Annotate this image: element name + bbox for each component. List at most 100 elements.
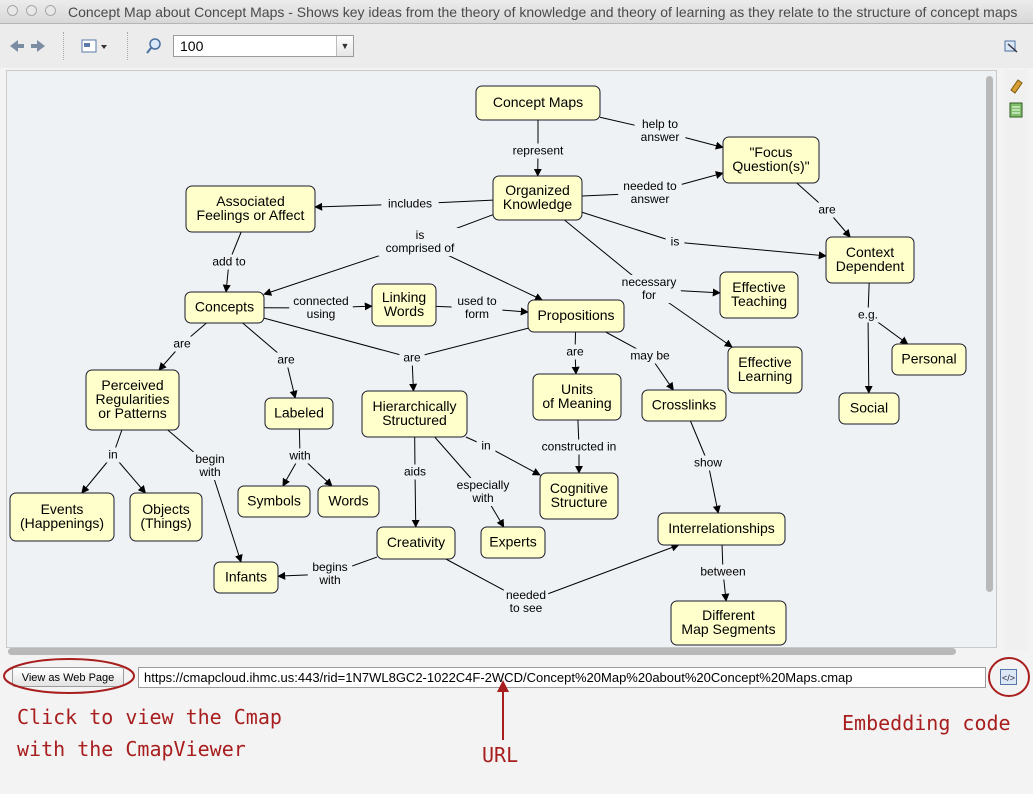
concept-node-box <box>670 600 787 646</box>
concept-node-creativity[interactable]: Creativity <box>376 526 456 560</box>
concept-node-text: Symbols <box>247 493 301 509</box>
link-label-are-hierarchical[interactable]: are <box>399 350 425 366</box>
link-label-are-units[interactable]: are <box>562 344 588 360</box>
concept-node-interrelationships[interactable]: Interrelationships <box>657 512 786 546</box>
annotation-embed: Embedding code <box>842 711 1011 735</box>
concept-node-experts[interactable]: Experts <box>480 526 546 559</box>
chevron-down-icon[interactable]: ▼ <box>336 36 353 56</box>
link-label-text: especially <box>457 478 510 492</box>
link-label-are-labeled[interactable]: are <box>273 352 299 368</box>
link-label-is-context[interactable]: is <box>665 234 685 250</box>
concept-node-personal[interactable]: Personal <box>891 343 967 376</box>
right-tool-panel <box>1004 70 1028 650</box>
concept-node-concepts[interactable]: Concepts <box>184 291 265 324</box>
link-label-text: between <box>700 565 745 579</box>
link-label-text: with <box>471 491 493 505</box>
link-label-in-perceived[interactable]: in <box>103 447 123 463</box>
link-label-text: comprised of <box>386 241 455 255</box>
link-label-are-perceived[interactable]: are <box>169 336 195 352</box>
concept-node-symbols[interactable]: Symbols <box>237 485 311 518</box>
link-label-add-to[interactable]: add to <box>206 254 252 270</box>
link-label-between[interactable]: between <box>697 564 749 580</box>
concept-node-text: Social <box>850 400 888 416</box>
link-label-show[interactable]: show <box>692 455 724 471</box>
concept-node-box <box>237 485 311 518</box>
view-as-web-page-button[interactable]: View as Web Page <box>12 667 124 687</box>
document-icon[interactable] <box>1008 102 1024 118</box>
minimize-window-button[interactable] <box>26 5 37 16</box>
concept-node-text: Hierarchically <box>372 398 456 414</box>
link-label-includes[interactable]: includes <box>381 196 439 212</box>
link-label-are-context[interactable]: are <box>814 202 840 218</box>
concept-node-labeled[interactable]: Labeled <box>264 397 334 430</box>
zoom-select[interactable]: 100 ▼ <box>173 35 354 57</box>
concept-node-events[interactable]: Events(Happenings) <box>9 492 115 542</box>
link-label-background <box>503 588 549 616</box>
link-label-background <box>191 452 229 480</box>
link-label-constructed-in[interactable]: constructed in <box>531 439 627 455</box>
concept-node-text: Crosslinks <box>652 397 717 413</box>
link-label-with-labeled[interactable]: with <box>284 448 316 464</box>
concept-node-box <box>657 512 786 546</box>
concept-node-concept-maps[interactable]: Concept Maps <box>475 85 601 121</box>
concept-node-text: Learning <box>738 368 793 384</box>
link-label-eg[interactable]: e.g. <box>852 307 884 323</box>
eraser-icon[interactable] <box>1008 78 1024 94</box>
link-label-background <box>273 352 299 368</box>
concept-node-infants[interactable]: Infants <box>213 561 279 594</box>
link-label-in-hierarchical[interactable]: in <box>476 438 496 454</box>
url-field[interactable]: https://cmapcloud.ihmc.us:443/rid=1N7WL8… <box>138 667 986 688</box>
zoom-window-button[interactable] <box>45 5 56 16</box>
concept-node-box <box>539 472 619 520</box>
link-label-aids[interactable]: aids <box>399 464 431 480</box>
concept-node-box <box>9 492 115 542</box>
link-label-background <box>169 336 195 352</box>
concept-node-propositions[interactable]: Propositions <box>527 299 625 333</box>
concept-node-text: Propositions <box>537 307 614 323</box>
zoom-icon[interactable] <box>145 36 163 56</box>
horizontal-scrollbar[interactable] <box>8 648 956 655</box>
forward-icon[interactable] <box>29 36 47 56</box>
toolbar <box>0 24 1033 68</box>
concept-node-words[interactable]: Words <box>317 485 380 518</box>
embed-icon[interactable]: </> <box>1000 669 1017 685</box>
vertical-scrollbar[interactable] <box>986 76 993 592</box>
map-connection-line <box>411 327 529 359</box>
concept-node-text: Infants <box>225 569 267 585</box>
concept-node-objects[interactable]: Objects(Things) <box>129 492 203 542</box>
close-window-button[interactable] <box>7 5 18 16</box>
link-label-may-be[interactable]: may be <box>627 348 673 364</box>
back-icon[interactable] <box>8 36 26 56</box>
concept-node-social[interactable]: Social <box>838 392 900 425</box>
link-label-text: form <box>465 307 489 321</box>
concept-node-crosslinks[interactable]: Crosslinks <box>641 389 727 422</box>
settings-icon[interactable] <box>1002 36 1020 56</box>
link-label-represent[interactable]: represent <box>506 143 570 159</box>
view-icon[interactable] <box>80 36 110 56</box>
link-label-text: connected <box>293 294 348 308</box>
link-label-text: needed to <box>623 179 677 193</box>
